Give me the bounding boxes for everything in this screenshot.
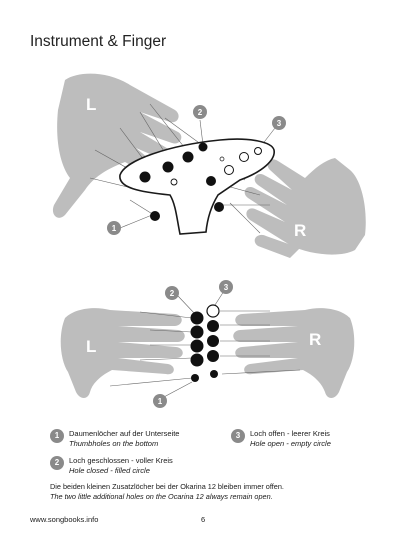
legend-number-2: 2 [50,456,64,470]
legend-2-german: Loch geschlossen - voller Kreis [69,456,173,465]
marker-2-bottom: 2 [165,286,179,300]
legend-item-1: Daumenlöcher auf der Unterseite Thumbhol… [69,429,179,449]
legend-3-english: Hole open - empty circle [250,439,331,448]
marker-1-top: 1 [107,221,121,235]
legend-item-2: Loch geschlossen - voller Kreis Hole clo… [69,456,173,476]
ocarina-body [119,138,275,235]
footer-url: www.songbooks.info [30,515,99,524]
note-german: Die beiden kleinen Zusatzlöcher bei der … [50,482,284,491]
marker-3-bottom: 3 [219,280,233,294]
left-hand-label-bottom: L [86,337,96,356]
page-title: Instrument & Finger [30,33,167,50]
marker-2-top: 2 [193,105,207,119]
left-hand-top-illustration [52,73,182,218]
right-hand-label-top: R [294,221,306,240]
right-hand-label-bottom: R [309,330,321,349]
svg-text:3: 3 [277,119,282,128]
svg-text:1: 1 [112,224,117,233]
ocarina-holes-bottom [190,304,220,382]
right-hand-bottom-illustration [233,308,355,398]
legend-1-german: Daumenlöcher auf der Unterseite [69,429,180,438]
marker-1-bottom: 1 [153,394,167,408]
svg-text:3: 3 [224,283,229,292]
legend-item-3: Loch offen - leerer Kreis Hole open - em… [250,429,331,449]
note-english: The two little additional holes on the O… [50,492,273,501]
svg-text:1: 1 [158,397,163,406]
left-hand-bottom-illustration [60,308,185,398]
svg-text:2: 2 [198,108,203,117]
legend-3-german: Loch offen - leerer Kreis [250,429,330,438]
page-number: 6 [201,515,206,524]
marker-3-top: 3 [272,116,286,130]
legend-1-english: Thumbholes on the bottom [69,439,159,448]
ocarina-12-note: Die beiden kleinen Zusatzlöcher bei der … [50,482,390,502]
left-hand-label-top: L [86,95,96,114]
ocarina-holes-top [139,142,262,221]
legend-number-1: 1 [50,429,64,443]
guide-lines-bottom [109,290,301,399]
legend-number-3: 3 [231,429,245,443]
legend-2-english: Hole closed - filled circle [69,466,150,475]
svg-text:2: 2 [170,289,175,298]
right-hand-top-illustration [244,158,366,258]
